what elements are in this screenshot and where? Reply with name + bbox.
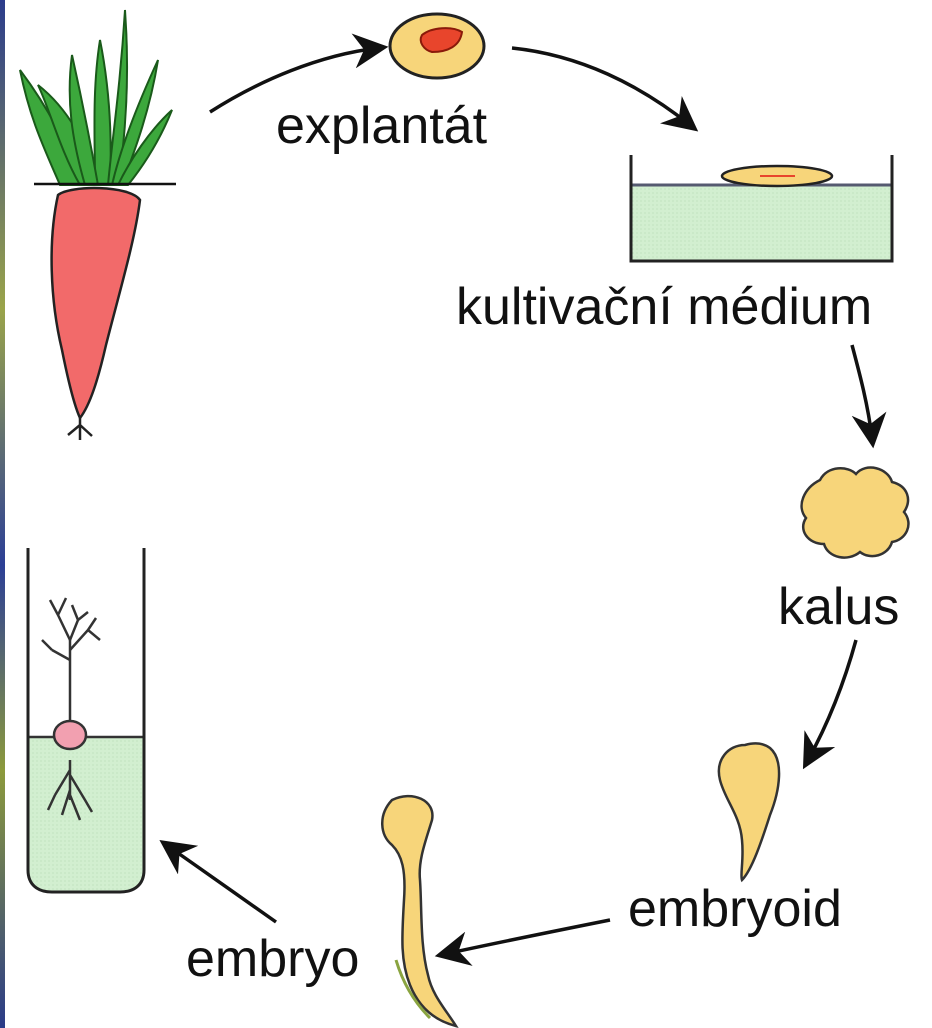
arrow-embryo-to-tube	[168, 846, 276, 922]
arrow-embryoid-to-embryo	[445, 920, 610, 954]
label-embryoid: embryoid	[628, 883, 842, 935]
arrow-explant-to-medium	[512, 48, 690, 125]
carrot-leaves	[20, 10, 172, 185]
label-explant: explantát	[276, 100, 487, 152]
arrow-medium-to-callus	[852, 345, 872, 438]
arrow-callus-to-embryoid	[808, 640, 856, 760]
embryo-shape	[382, 796, 456, 1026]
callus-blob	[802, 468, 909, 558]
explant-disc	[390, 14, 484, 78]
label-culture-medium: kultivační médium	[456, 281, 872, 333]
embryoid-shape	[719, 743, 779, 880]
carrot-root-tip	[68, 418, 92, 440]
test-tube	[28, 548, 144, 892]
culture-dish	[631, 155, 892, 261]
plantlet-bud	[54, 721, 86, 749]
label-embryo: embryo	[186, 933, 359, 985]
label-callus: kalus	[778, 581, 899, 633]
carrot-root	[52, 188, 140, 418]
carrot	[20, 10, 176, 440]
